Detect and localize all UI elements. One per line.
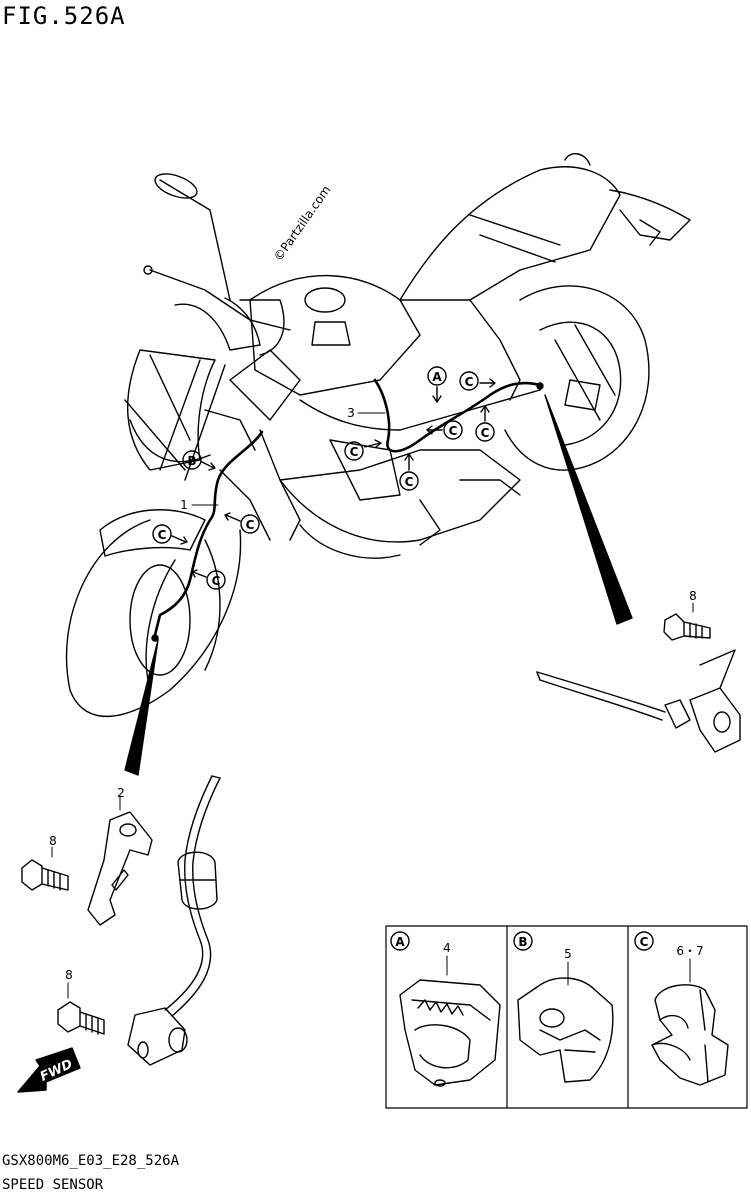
callout-3: 3 <box>347 406 355 420</box>
harness-rear-connector <box>536 382 544 390</box>
rear-bolt <box>663 602 711 641</box>
clamp-markers: A B C C C C C <box>152 366 496 590</box>
clamp-c-icon <box>651 984 729 1086</box>
front-sensor-assembly <box>127 775 221 1066</box>
motorcycle-outline <box>65 153 691 717</box>
callout-5: 5 <box>564 947 572 961</box>
callout-2: 2 <box>117 786 125 800</box>
svg-text:C: C <box>246 518 255 532</box>
marker-c-1: C <box>459 371 496 391</box>
svg-text:C: C <box>465 375 474 389</box>
marker-c-8: C <box>191 569 226 590</box>
svg-text:C: C <box>212 574 221 588</box>
marker-c-4: C <box>344 439 382 461</box>
marker-a: A <box>427 366 447 403</box>
pointer-wedge-front <box>124 639 159 776</box>
callout-1: 1 <box>180 498 188 512</box>
clamp-detail-box: A 4 B 5 C 6・7 <box>385 925 748 1109</box>
callout-4: 4 <box>443 941 451 955</box>
callout-6-7: 6・7 <box>676 944 703 958</box>
front-bracket <box>87 795 153 926</box>
front-bolt-upper <box>21 846 69 891</box>
svg-text:C: C <box>481 426 490 440</box>
marker-c-7: C <box>152 524 188 545</box>
svg-text:A: A <box>432 370 442 384</box>
svg-text:C: C <box>449 424 458 438</box>
detail-label-b: B <box>518 935 527 949</box>
svg-text:C: C <box>350 445 359 459</box>
svg-text:C: C <box>158 528 167 542</box>
marker-c-6: C <box>224 512 260 534</box>
fwd-arrow-icon: FWD <box>17 1047 81 1093</box>
marker-c-5: C <box>399 453 419 491</box>
figure-title: FIG.526A <box>2 2 126 30</box>
detail-label-c: C <box>640 935 649 949</box>
harness-front-connector <box>151 634 159 642</box>
callout-8-front-lower: 8 <box>65 968 73 982</box>
marker-c-2: C <box>475 405 495 442</box>
pointer-wedge-rear <box>544 394 633 625</box>
watermark-text: ©Partzilla.com <box>271 183 333 264</box>
clamp-a-icon <box>399 979 501 1087</box>
marker-c-3: C <box>426 420 463 440</box>
footer-diagram-name: SPEED SENSOR <box>2 1177 104 1193</box>
front-bolt-lower <box>57 982 105 1035</box>
rear-sensor-assembly <box>536 649 741 753</box>
svg-text:C: C <box>405 475 414 489</box>
clamp-b-icon <box>517 977 614 1083</box>
callout-8-rear: 8 <box>689 589 697 603</box>
callout-8-front-upper: 8 <box>49 834 57 848</box>
marker-b: B <box>182 450 216 471</box>
footer-diagram-code: GSX800M6_E03_E28_526A <box>2 1153 180 1169</box>
detail-label-a: A <box>395 935 405 949</box>
sensor-harness <box>153 378 542 637</box>
svg-text:B: B <box>187 454 196 468</box>
